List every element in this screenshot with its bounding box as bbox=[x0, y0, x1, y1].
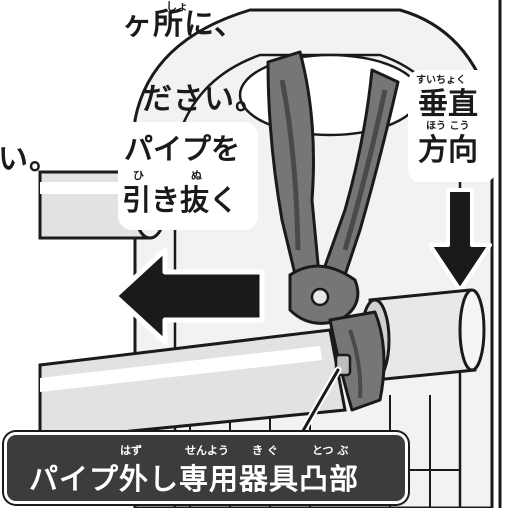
vertical-label-ruby-2: ほう こう bbox=[426, 121, 470, 132]
leader-line bbox=[298, 368, 340, 438]
pull-label-line-1: パイプを bbox=[124, 132, 241, 166]
caption-box: はず せんよう き ぐ とつ ぶ パイプ外し専用器具凸部 bbox=[4, 432, 408, 504]
pull-label-ruby-hi: ひ bbox=[133, 169, 144, 182]
instruction-line-1: ヶ所に、 bbox=[122, 7, 246, 42]
vertical-label-bg bbox=[408, 70, 496, 182]
vertical-label-ruby-1: すいちょく bbox=[416, 75, 466, 86]
pull-label-bg bbox=[118, 122, 258, 230]
caption-ruby-hazu: はず bbox=[120, 444, 142, 457]
vertical-label-kanji-2: 方向 bbox=[418, 133, 478, 168]
tool-pivot bbox=[310, 287, 330, 307]
removal-tool bbox=[266, 50, 400, 412]
vertical-label-kanji-1: 垂直 bbox=[418, 87, 478, 122]
caption-text: パイプ外し専用器具凸部 bbox=[29, 462, 360, 496]
pull-arrow-icon bbox=[112, 247, 265, 345]
pull-label-ruby-nu: ぬ bbox=[191, 169, 202, 182]
caption-ruby-totsubu: とつ ぶ bbox=[312, 444, 349, 457]
instruction-ruby: しょ bbox=[166, 0, 188, 13]
down-arrow-icon bbox=[428, 188, 492, 292]
pull-label-line-2: 引き抜く bbox=[122, 183, 239, 217]
caption-ruby-senyou: せんよう bbox=[185, 444, 229, 457]
instruction-line-3: い。 bbox=[0, 142, 60, 177]
instruction-line-2: ださい。 bbox=[142, 82, 266, 117]
caption-ruby-kigu: き ぐ bbox=[252, 444, 278, 457]
